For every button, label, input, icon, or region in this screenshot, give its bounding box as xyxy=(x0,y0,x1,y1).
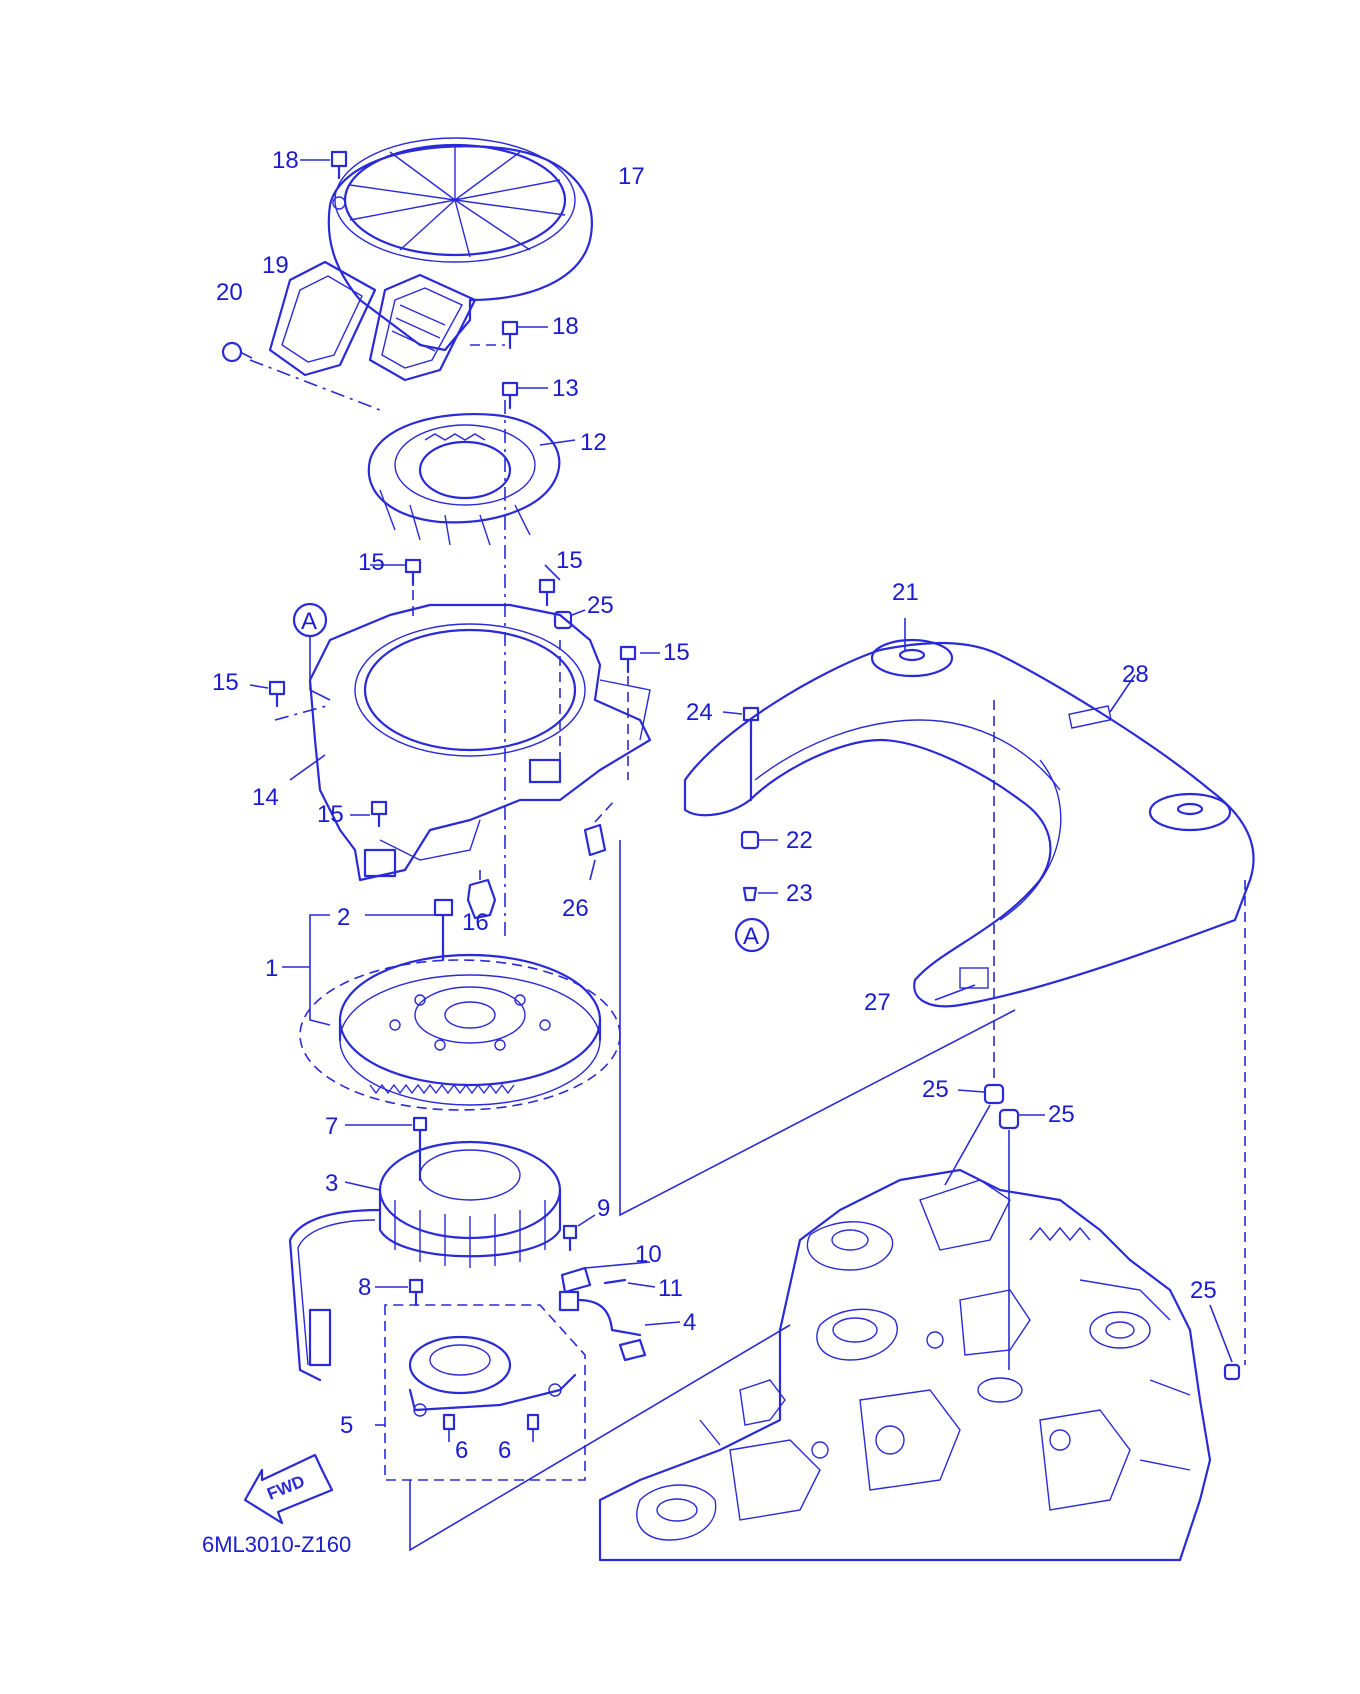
label-15-c: 15 xyxy=(663,639,690,666)
label-25-right: 25 xyxy=(1190,1277,1217,1304)
collar-6-right xyxy=(526,1413,540,1442)
reference-mark-a-upper xyxy=(292,602,331,701)
bolt-18-top xyxy=(300,150,348,210)
intake-grille-19 xyxy=(268,260,377,377)
label-a-lower: A xyxy=(743,923,759,950)
label-6-left: 6 xyxy=(455,1437,468,1464)
part-number-labels: 18 17 19 20 18 13 12 15 15 25 15 15 14 1… xyxy=(212,147,1217,1464)
label-28: 28 xyxy=(1122,661,1149,688)
part-16 xyxy=(466,870,497,920)
pulser-assembly-5 xyxy=(375,1304,586,1481)
label-23: 23 xyxy=(786,880,813,907)
bolt-15-b xyxy=(538,564,561,780)
clamp-10 xyxy=(560,1261,651,1294)
collar-23 xyxy=(742,886,778,902)
label-13: 13 xyxy=(552,375,579,402)
label-15-a: 15 xyxy=(358,549,385,576)
bolt-24 xyxy=(722,706,760,802)
label-15-b: 15 xyxy=(556,547,583,574)
bolt-13 xyxy=(501,381,548,410)
fan-12 xyxy=(367,413,561,546)
bolt-2 xyxy=(365,898,454,962)
fwd-arrow-icon: FWD xyxy=(243,1453,334,1525)
label-8: 8 xyxy=(358,1274,371,1301)
label-27: 27 xyxy=(864,989,891,1016)
label-26: 26 xyxy=(562,895,589,922)
bushing-25-mid-left xyxy=(957,700,1005,1105)
label-14: 14 xyxy=(252,784,279,811)
bolt-18-mid xyxy=(470,320,548,350)
bolt-15-d xyxy=(249,680,331,721)
label-12: 12 xyxy=(580,429,607,456)
screw-9 xyxy=(562,1214,596,1252)
part-11 xyxy=(603,1278,656,1288)
flywheel-bracket-lines xyxy=(282,914,331,1026)
label-2: 2 xyxy=(337,904,350,931)
flywheel-1 xyxy=(299,953,621,1111)
label-3: 3 xyxy=(325,1170,338,1197)
support-21 xyxy=(683,638,1255,1008)
grommet-22 xyxy=(740,830,778,850)
clip-26 xyxy=(583,799,616,881)
label-19: 19 xyxy=(262,252,289,279)
screw-7 xyxy=(345,1116,428,1182)
label-16: 16 xyxy=(462,909,489,936)
label-20: 20 xyxy=(216,279,243,306)
bolt-15-c xyxy=(619,645,660,780)
collar-6-left xyxy=(442,1413,456,1442)
engine-block xyxy=(598,1168,1212,1562)
label-9: 9 xyxy=(597,1195,610,1222)
bushing-25-right xyxy=(1209,880,1246,1381)
label-6-right: 6 xyxy=(498,1437,511,1464)
screw-8 xyxy=(375,1278,424,1307)
flywheel-cover-17 xyxy=(327,137,593,382)
label-21: 21 xyxy=(892,579,919,606)
label-7: 7 xyxy=(325,1113,338,1140)
label-25-mid-right: 25 xyxy=(1048,1101,1075,1128)
label-18-top: 18 xyxy=(272,147,299,174)
label-18-mid: 18 xyxy=(552,313,579,340)
label-4: 4 xyxy=(683,1309,696,1336)
diagram-code: 6ML3010-Z160 xyxy=(202,1532,351,1557)
label-24: 24 xyxy=(686,699,713,726)
label-15-d: 15 xyxy=(212,669,239,696)
label-5: 5 xyxy=(340,1412,353,1439)
label-10: 10 xyxy=(635,1241,662,1268)
sensor-4 xyxy=(558,1290,681,1362)
label-25-mid-left: 25 xyxy=(922,1076,949,1103)
label-1: 1 xyxy=(265,955,278,982)
bolt-15-a xyxy=(370,558,422,620)
label-a-upper: A xyxy=(301,608,317,635)
label-17: 17 xyxy=(618,163,645,190)
bushing-25-upper xyxy=(553,609,586,630)
reference-mark-a-lower xyxy=(734,917,770,953)
label-22: 22 xyxy=(786,827,813,854)
label-11: 11 xyxy=(658,1275,683,1302)
label-25-upper: 25 xyxy=(587,592,614,619)
bushing-25-mid-right xyxy=(998,1108,1045,1130)
grommet-20 xyxy=(221,341,253,363)
label-15-e: 15 xyxy=(317,801,344,828)
bracket-14 xyxy=(308,603,652,882)
bolt-15-e xyxy=(350,800,388,828)
